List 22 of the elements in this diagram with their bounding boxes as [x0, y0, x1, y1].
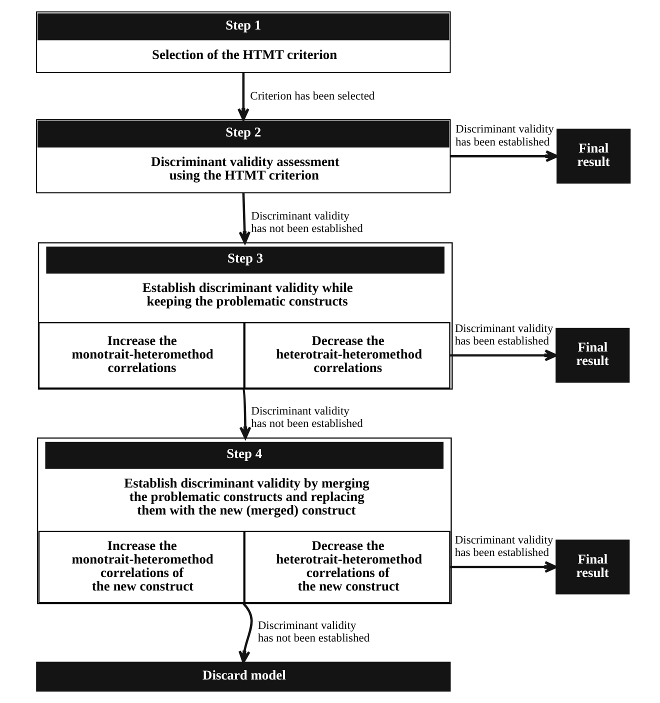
arrow	[238, 602, 253, 664]
edge-label: Discriminant validity has not been established	[251, 210, 363, 235]
arrow	[450, 150, 558, 162]
node-box: Decrease the heterotrait-heteromethod correlations	[244, 322, 450, 389]
arrow	[239, 388, 252, 440]
node-box: Final result	[556, 128, 631, 184]
edge-label: Discriminant validity has not been established	[251, 406, 363, 430]
edge-label: Discriminant validity has not been established	[258, 620, 370, 645]
node-box: Discard model	[36, 662, 451, 692]
node-box: Final result	[556, 328, 630, 383]
arrow	[238, 192, 251, 244]
node-box: Increase the monotrait-heteromethod correlations	[38, 322, 244, 389]
edge-label: Discriminant validity has been established	[456, 124, 554, 148]
arrow	[238, 72, 250, 121]
node-box: Decrease the heterotrait-heteromethod correlations of the new construct	[244, 530, 450, 604]
node-box: Final result	[556, 540, 630, 594]
edge-label: Discriminant validity has been established	[454, 322, 554, 348]
arrow	[450, 561, 558, 573]
edge-label: Discriminant validity has been established	[454, 534, 554, 560]
node-box: Increase the monotrait-heteromethod correlations of the new construct	[38, 530, 244, 604]
arrow	[450, 349, 558, 362]
edge-label: Criterion has been selected	[250, 90, 375, 103]
